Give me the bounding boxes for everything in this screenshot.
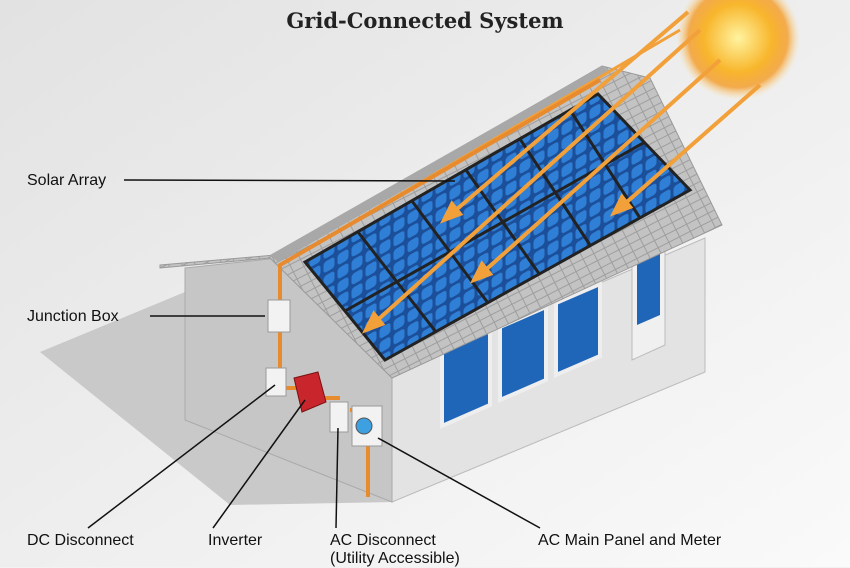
label-dc-disconnect: DC Disconnect	[27, 532, 134, 549]
ac-disconnect	[329, 401, 349, 433]
dc-disconnect	[265, 367, 287, 397]
label-junction-box: Junction Box	[27, 308, 119, 325]
diagram-title: Grid-Connected System	[286, 8, 564, 33]
roof-ridge	[270, 66, 610, 262]
inverter	[293, 371, 327, 413]
label-solar-array: Solar Array	[27, 172, 107, 189]
sun-icon	[676, 0, 800, 100]
solar-array	[302, 92, 693, 362]
label-ac-disconnect-note: (Utility Accessible)	[330, 550, 460, 567]
label-inverter: Inverter	[208, 532, 263, 549]
meter-icon	[355, 417, 373, 435]
label-ac-main-panel: AC Main Panel and Meter	[538, 532, 722, 549]
junction-box	[267, 299, 291, 333]
leader-lines	[87, 179, 541, 529]
house-shadow	[40, 292, 395, 505]
gable-wall	[184, 257, 393, 503]
wiring	[278, 78, 602, 497]
label-ac-disconnect: AC Disconnect	[330, 532, 436, 549]
